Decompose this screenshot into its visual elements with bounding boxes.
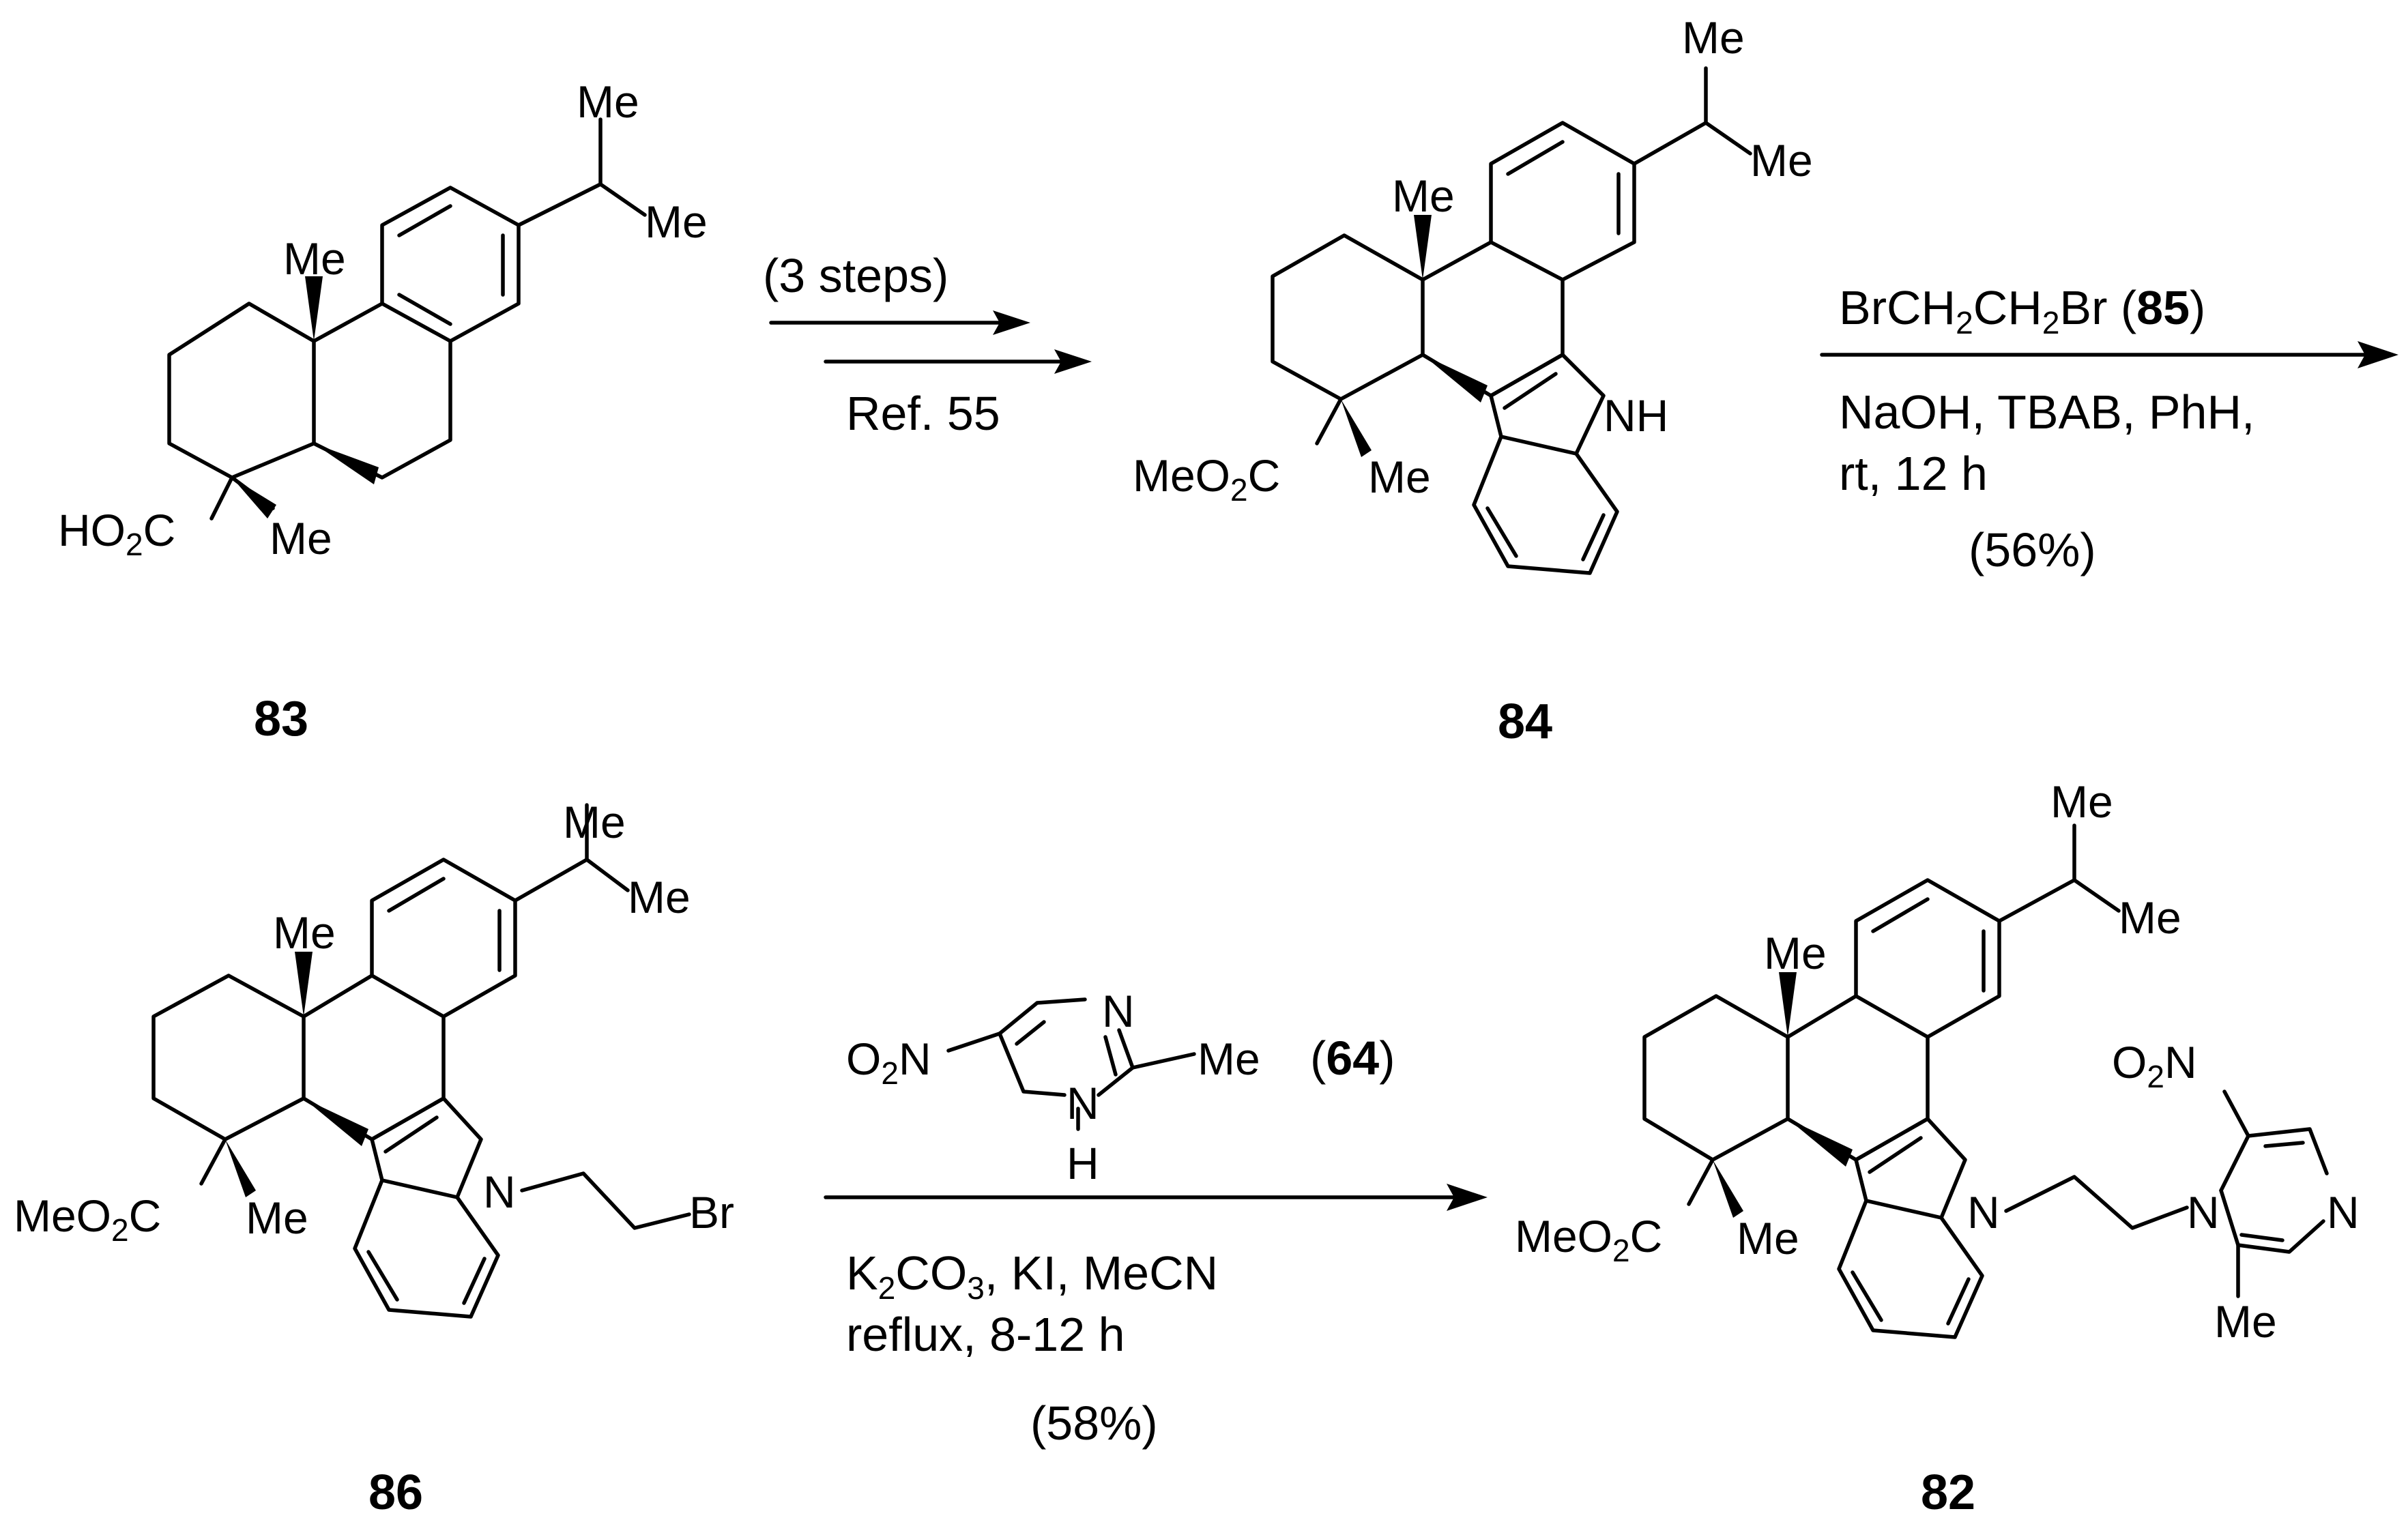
c82-no2: O2N bbox=[2112, 1037, 2197, 1094]
c82-c10-me: Me bbox=[1764, 928, 1827, 978]
c84-c10-me: Me bbox=[1392, 171, 1455, 221]
compound-82-structure bbox=[1642, 823, 2329, 1339]
step3-yield: (58%) bbox=[1030, 1397, 1158, 1450]
c82-ipr-me-right: Me bbox=[2119, 892, 2181, 943]
c84-ipr-me-right: Me bbox=[1750, 135, 1813, 186]
step1-condition-above: (3 steps) bbox=[763, 249, 948, 302]
c64-no2: O2N bbox=[846, 1034, 931, 1091]
c64-n1: N bbox=[1067, 1078, 1099, 1128]
c86-ipr-me-right: Me bbox=[628, 872, 691, 922]
reaction-arrow-1 bbox=[769, 310, 1092, 374]
step2-conditions-line3: rt, 12 h bbox=[1839, 447, 1988, 500]
compound-83-structure bbox=[167, 117, 647, 521]
c83-ipr-me-right: Me bbox=[645, 196, 708, 247]
c83-ho-label: HO2C bbox=[58, 505, 175, 562]
step2-reagent: BrCH2CH2Br (85) bbox=[1839, 281, 2205, 340]
c64-compound-ref: (64) bbox=[1310, 1032, 1395, 1085]
compound-64-structure bbox=[946, 997, 1196, 1131]
c86-n: N bbox=[483, 1167, 516, 1217]
c82-ipr-me-top: Me bbox=[2050, 776, 2113, 827]
c84-meo-label: MeO2C bbox=[1133, 450, 1280, 508]
c82-imidazole-n1: N bbox=[2187, 1187, 2220, 1238]
c84-nh: NH bbox=[1604, 390, 1668, 441]
step2-yield: (56%) bbox=[1969, 523, 2096, 576]
reaction-arrow-2 bbox=[1820, 341, 2398, 368]
c82-imidazole-me: Me bbox=[2214, 1296, 2277, 1347]
compound-84-structure bbox=[1271, 66, 1752, 575]
c64-me: Me bbox=[1198, 1034, 1260, 1084]
c82-imidazole-n3: N bbox=[2327, 1187, 2360, 1238]
c82-c4-me: Me bbox=[1737, 1213, 1799, 1263]
c84-c4-me: Me bbox=[1368, 452, 1431, 502]
step1-condition-below: Ref. 55 bbox=[846, 387, 1000, 440]
c86-meo-label: MeO2C bbox=[14, 1190, 161, 1248]
c86-c4-me: Me bbox=[246, 1193, 308, 1243]
compound-label-84: 84 bbox=[1498, 695, 1552, 749]
compound-label-83: 83 bbox=[254, 692, 308, 746]
compound-label-82: 82 bbox=[1921, 1465, 1975, 1520]
c64-h: H bbox=[1067, 1138, 1099, 1188]
c83-c4-me: Me bbox=[270, 513, 332, 564]
reaction-arrow-3 bbox=[824, 1184, 1488, 1211]
step3-conditions-line1: K2CO3, KI, MeCN bbox=[846, 1246, 1218, 1306]
c83-ipr-me-top: Me bbox=[577, 76, 639, 127]
compound-86-structure bbox=[151, 803, 691, 1319]
compound-label-86: 86 bbox=[368, 1465, 423, 1520]
step3-conditions-line2: reflux, 8-12 h bbox=[846, 1308, 1125, 1361]
c84-ipr-me-top: Me bbox=[1682, 12, 1745, 63]
c82-indole-n: N bbox=[1967, 1187, 2000, 1238]
c82-meo-label: MeO2C bbox=[1515, 1211, 1662, 1268]
c64-n3: N bbox=[1102, 986, 1135, 1036]
c86-c10-me: Me bbox=[273, 907, 336, 958]
step2-conditions-line2: NaOH, TBAB, PhH, bbox=[1839, 385, 2254, 439]
c83-c10-me: Me bbox=[283, 233, 346, 284]
c86-ipr-me-top: Me bbox=[563, 797, 626, 847]
c86-br: Br bbox=[689, 1187, 734, 1238]
